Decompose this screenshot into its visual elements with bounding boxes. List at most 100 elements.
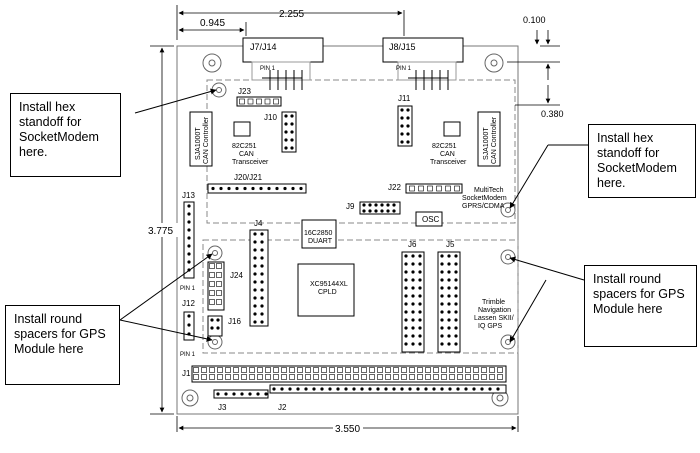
header-j5 bbox=[437, 251, 461, 353]
label-j5: J5 bbox=[446, 240, 455, 249]
header-pin bbox=[260, 264, 264, 268]
header-pin bbox=[253, 240, 257, 244]
header-pin bbox=[313, 374, 319, 380]
header-pin bbox=[447, 278, 451, 282]
header-pin bbox=[217, 367, 223, 373]
header-pin bbox=[411, 294, 415, 298]
header-pin bbox=[273, 374, 279, 380]
header-pin bbox=[433, 367, 439, 373]
header-pin bbox=[291, 186, 295, 191]
header-pin bbox=[209, 299, 215, 305]
header-pin bbox=[209, 272, 215, 278]
header-pin bbox=[260, 320, 264, 324]
header-pin bbox=[497, 367, 503, 373]
header-pin bbox=[447, 254, 451, 258]
header-pin bbox=[253, 256, 257, 260]
header-pin bbox=[418, 326, 422, 330]
header-pin bbox=[289, 367, 295, 373]
leader-bottom-left-1 bbox=[119, 253, 213, 321]
label-j9: J9 bbox=[346, 202, 355, 211]
header-pin bbox=[377, 374, 383, 380]
header-pin bbox=[187, 236, 191, 240]
header-pin bbox=[243, 186, 247, 191]
header-pin bbox=[253, 296, 257, 300]
header-pin bbox=[216, 263, 222, 269]
label-duart-1: DUART bbox=[308, 238, 333, 245]
header-pin bbox=[225, 374, 231, 380]
header-pin bbox=[260, 312, 264, 316]
chip-osc bbox=[415, 211, 443, 227]
header-pin bbox=[362, 209, 366, 213]
header-pin bbox=[400, 108, 404, 112]
label-j24: J24 bbox=[230, 271, 243, 280]
header-pin bbox=[440, 318, 444, 322]
header-pin bbox=[253, 280, 257, 284]
header-pin bbox=[411, 302, 415, 306]
header-pin bbox=[345, 374, 351, 380]
header-pin bbox=[425, 374, 431, 380]
label-multitech-1: SocketModem bbox=[462, 195, 507, 202]
label-j20: J20/J21 bbox=[234, 173, 263, 182]
header-pin bbox=[411, 270, 415, 274]
header-pin bbox=[404, 262, 408, 266]
header-pin bbox=[312, 387, 316, 391]
callout-top-left-text: Install hex standoff for SocketModem her… bbox=[19, 100, 99, 159]
header-pin bbox=[260, 248, 264, 252]
dim-right-small: 0.100 bbox=[523, 15, 546, 25]
header-pin bbox=[385, 367, 391, 373]
header-pin bbox=[411, 334, 415, 338]
header-pin bbox=[187, 332, 191, 336]
label-j23: J23 bbox=[238, 87, 251, 96]
header-pin bbox=[210, 326, 214, 330]
header-pin bbox=[380, 209, 384, 213]
header-pin bbox=[454, 270, 458, 274]
header-pin bbox=[440, 310, 444, 314]
header-pin bbox=[417, 367, 423, 373]
header-pin bbox=[418, 262, 422, 266]
header-pin bbox=[400, 132, 404, 136]
header-pin bbox=[264, 392, 268, 396]
label-j6: J6 bbox=[408, 240, 417, 249]
header-pin bbox=[283, 186, 287, 191]
header-pin bbox=[440, 254, 444, 258]
header-pin bbox=[424, 387, 428, 391]
header-j11 bbox=[397, 105, 413, 147]
header-pin bbox=[233, 367, 239, 373]
label-osc: OSC bbox=[422, 215, 440, 224]
header-pin bbox=[329, 367, 335, 373]
label-j11: J11 bbox=[398, 94, 411, 103]
header-pin bbox=[337, 374, 343, 380]
header-pin bbox=[418, 318, 422, 322]
header-pin bbox=[305, 367, 311, 373]
callout-bottom-left: Install round spacers for GPS Module her… bbox=[5, 305, 120, 385]
header-pin bbox=[361, 374, 367, 380]
header-pin bbox=[418, 254, 422, 258]
header-pin bbox=[441, 367, 447, 373]
leader-bottom-right-1 bbox=[509, 256, 585, 281]
callout-bottom-right-text: Install round spacers for GPS Module her… bbox=[593, 272, 685, 316]
header-pin bbox=[447, 262, 451, 266]
header-pin bbox=[454, 334, 458, 338]
header-pin bbox=[384, 387, 388, 391]
header-pin bbox=[440, 294, 444, 298]
header-pin bbox=[247, 98, 254, 105]
header-pin bbox=[464, 387, 468, 391]
header-pin bbox=[404, 334, 408, 338]
header-pin bbox=[447, 302, 451, 306]
header-pin bbox=[187, 220, 191, 224]
header-pin bbox=[411, 342, 415, 346]
header-pin bbox=[472, 387, 476, 391]
header-pin bbox=[257, 374, 263, 380]
header-pin bbox=[288, 387, 292, 391]
header-pin bbox=[457, 374, 463, 380]
header-pin bbox=[353, 374, 359, 380]
header-pin bbox=[392, 209, 396, 213]
header-pin bbox=[449, 374, 455, 380]
header-pin bbox=[260, 288, 264, 292]
header-pin bbox=[406, 140, 410, 144]
header-pin bbox=[290, 138, 294, 142]
header-pin bbox=[449, 367, 455, 373]
header-pin bbox=[328, 387, 332, 391]
header-pin bbox=[209, 290, 215, 296]
